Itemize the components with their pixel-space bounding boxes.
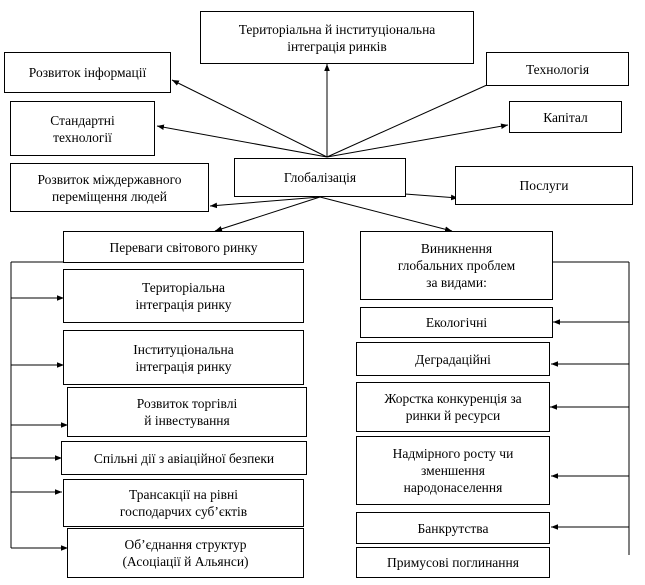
box-info: Розвиток інформації xyxy=(4,52,171,93)
box-adv-3: Розвиток торгівлі й інвестування xyxy=(67,387,307,437)
technology-label: Технологія xyxy=(525,61,590,77)
arrow-to-services xyxy=(404,193,459,201)
arrow-to-people xyxy=(209,196,321,209)
prob-4-label: Надмірного росту чи зменшення народонасе… xyxy=(392,446,514,495)
box-adv-4: Спільні дії з авіаційної безпеки xyxy=(61,441,307,475)
services-label: Послуги xyxy=(519,178,569,193)
integration-label: Територіальна й інституціональна інтегра… xyxy=(238,21,436,54)
prob-1-label: Екологічні xyxy=(425,315,488,330)
arrow-to-capital xyxy=(326,123,509,158)
arrow-to-standards xyxy=(156,124,328,158)
box-adv-2: Інституціональна інтеграція ринку xyxy=(63,330,304,385)
adv-6-label: Об’єднання структур (Асоціації й Альянси… xyxy=(122,537,249,569)
box-advantages-header: Переваги світового ринку xyxy=(63,231,304,263)
box-capital: Капітал xyxy=(509,101,622,133)
box-prob-4: Надмірного росту чи зменшення народонасе… xyxy=(356,436,550,505)
box-standards: Стандартні технології xyxy=(10,101,155,156)
box-adv-1: Територіальна інтеграція ринку xyxy=(63,269,304,323)
capital-label: Капітал xyxy=(543,109,588,125)
prob-2-label: Деградаційні xyxy=(415,351,491,367)
box-prob-3: Жорстка конкуренція за ринки й ресурси xyxy=(356,382,550,432)
arrow-to-problems xyxy=(319,196,453,232)
box-integration: Територіальна й інституціональна інтегра… xyxy=(200,11,474,64)
box-prob-6: Примусові поглинання xyxy=(356,547,550,578)
box-globalization: Глобалізація xyxy=(234,158,406,197)
prob-3-label: Жорстка конкуренція за ринки й ресурси xyxy=(384,391,522,423)
people-label: Розвиток міждержавного переміщення людей xyxy=(37,171,182,204)
box-people: Розвиток міждержавного переміщення людей xyxy=(10,163,209,212)
globalization-label: Глобалізація xyxy=(283,170,357,185)
box-prob-2: Деградаційні xyxy=(356,342,550,376)
box-prob-5: Банкрутства xyxy=(356,512,550,544)
info-label: Розвиток інформації xyxy=(28,65,147,80)
adv-5-label: Трансакції на рівні господарчих суб’єкті… xyxy=(119,487,248,519)
box-adv-5: Трансакції на рівні господарчих суб’єкті… xyxy=(63,479,304,527)
arrow-to-technology xyxy=(326,79,499,158)
problems-header-label: Виникнення глобальних проблем за видами: xyxy=(397,241,516,290)
box-technology: Технологія xyxy=(486,52,629,86)
box-prob-1: Екологічні xyxy=(360,307,553,338)
arrow-to-info xyxy=(171,79,328,158)
box-adv-6: Об’єднання структур (Асоціації й Альянси… xyxy=(67,528,304,578)
box-problems-header: Виникнення глобальних проблем за видами: xyxy=(360,231,553,300)
prob-5-label: Банкрутства xyxy=(417,520,489,536)
standards-label: Стандартні технології xyxy=(50,112,115,145)
adv-3-label: Розвиток торгівлі й інвестування xyxy=(136,396,238,428)
prob-6-label: Примусові поглинання xyxy=(387,555,519,570)
adv-4-label: Спільні дії з авіаційної безпеки xyxy=(93,450,275,466)
box-services: Послуги xyxy=(455,166,633,205)
adv-2-label: Інституціональна інтеграція ринку xyxy=(133,341,234,374)
arrow-to-advantages xyxy=(214,196,321,232)
adv-1-label: Територіальна інтеграція ринку xyxy=(135,280,232,312)
advantages-header-label: Переваги світового ринку xyxy=(109,239,258,255)
